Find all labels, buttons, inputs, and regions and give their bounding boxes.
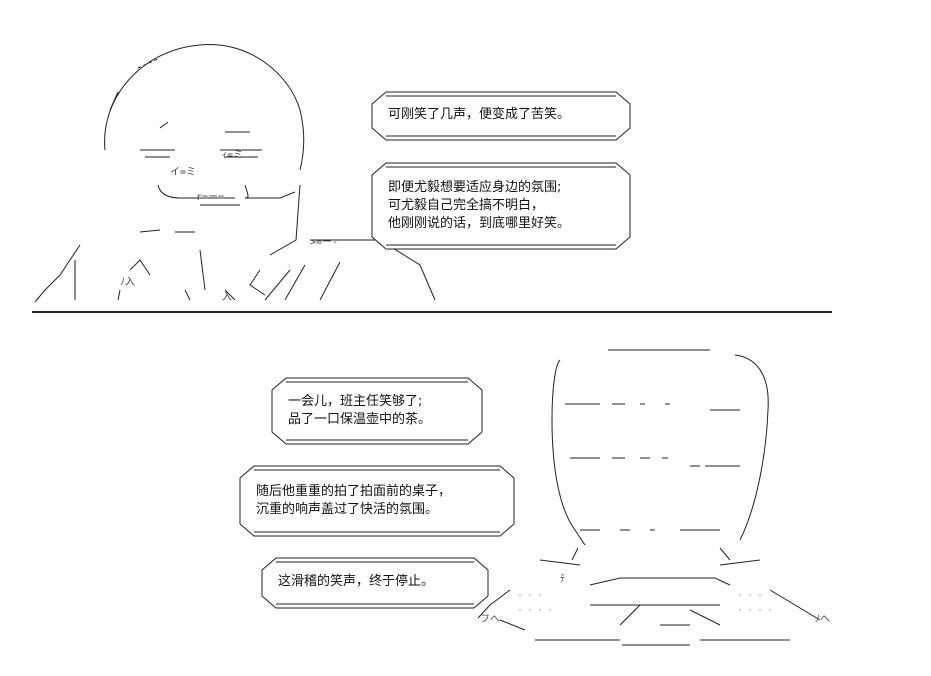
bubble-frame <box>261 557 489 609</box>
svg-text:ﾉ入: ﾉ入 <box>120 277 135 288</box>
bald-head-outline <box>104 44 305 171</box>
bubble-frame <box>239 465 515 537</box>
bubble-1-line: 可刚笑了几声，便变成了苦笑。 <box>388 107 571 122</box>
bubble-3-line-2: 品了一口保温壶中的茶。 <box>288 412 432 427</box>
bubble-4-line-2: 沉重的响声盖过了快活的氛围。 <box>256 502 439 517</box>
bubble-2-line-1: 即便尤毅想要适应身边的氛围; <box>388 180 562 195</box>
teacher-head-outline <box>551 359 586 546</box>
bubble-frame <box>371 162 631 250</box>
bubble-2-line-3: 他刚刚说的话，到底哪里好笑。 <box>388 216 571 231</box>
svg-text:ｨ=ミ: ｨ=ミ <box>222 150 243 161</box>
svg-text:イ=ミ: イ=ミ <box>170 167 196 178</box>
speech-bubble-3: 一会儿，班主任笑够了; 品了一口保温壶中的茶。 <box>271 377 483 445</box>
teacher-collar <box>589 577 731 586</box>
bubble-5-line: 这滑稽的笑声，终于停止。 <box>278 574 435 589</box>
svg-text:ﾉへ: ﾉへ <box>815 614 830 625</box>
body-outline <box>269 184 301 256</box>
svg-text:>=ー-: >=ー- <box>310 237 338 248</box>
bubble-frame <box>271 377 483 445</box>
speech-bubble-1: 可刚笑了几声，便变成了苦笑。 <box>371 91 631 141</box>
mouth <box>157 184 296 199</box>
bubble-2-line-2: 可尤毅自己完全搞不明白， <box>388 198 545 213</box>
speech-bubble-5: 这滑稽的笑声，终于停止。 <box>261 557 489 609</box>
svg-text:r=ー=: r=ー= <box>196 192 224 203</box>
right-eye <box>220 131 262 158</box>
svg-text:ﾃ: ﾃ <box>560 574 565 585</box>
speech-bubble-4: 随后他重重的拍了拍面前的桌子， 沉重的响声盖过了快活的氛围。 <box>239 465 515 537</box>
bubble-3-line-1: 一会儿，班主任笑够了; <box>288 394 423 409</box>
bubble-frame <box>371 91 631 141</box>
left-eye <box>140 149 175 158</box>
speech-bubble-2: 即便尤毅想要适应身边的氛围; 可尤毅自己完全搞不明白， 他刚刚说的话，到底哪里好… <box>371 162 631 250</box>
svg-text:フへ: フへ <box>480 614 500 625</box>
svg-text:入: 入 <box>222 292 232 303</box>
bubble-4-line-1: 随后他重重的拍了拍面前的桌子， <box>256 484 452 499</box>
